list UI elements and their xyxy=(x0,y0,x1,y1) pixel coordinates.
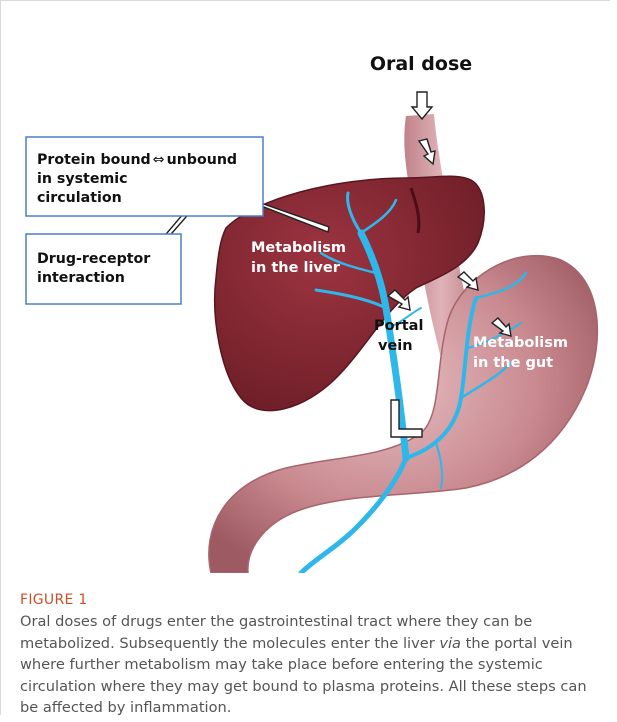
gut-label-line2: in the gut xyxy=(473,355,553,371)
gi-tract-illustration: Oral dose Protein bound⇔unbound in syste… xyxy=(16,28,609,573)
caption-text: Oral doses of drugs enter the gastrointe… xyxy=(20,611,600,719)
figure-caption: FIGURE 1 Oral doses of drugs enter the g… xyxy=(20,592,600,719)
caption-via: via xyxy=(439,635,461,652)
liver-label-line1: Metabolism xyxy=(251,240,346,256)
arrow-portal-corner xyxy=(391,400,422,437)
protein-bound-line3: circulation xyxy=(37,190,122,206)
protein-bound-line2: in systemic xyxy=(37,171,128,187)
drug-receptor-line2: interaction xyxy=(37,270,125,286)
portal-label-line1: Portal xyxy=(374,318,423,334)
liver-label-line2: in the liver xyxy=(251,260,341,276)
portal-label-line2: vein xyxy=(378,338,413,354)
protein-bound-line1: Protein bound⇔unbound xyxy=(37,152,237,168)
drug-receptor-box xyxy=(26,234,181,304)
oral-dose-label: Oral dose xyxy=(370,53,472,75)
gut-label-line1: Metabolism xyxy=(473,335,568,351)
figure-label: FIGURE 1 xyxy=(20,592,600,608)
drug-receptor-line1: Drug-receptor xyxy=(37,251,150,267)
